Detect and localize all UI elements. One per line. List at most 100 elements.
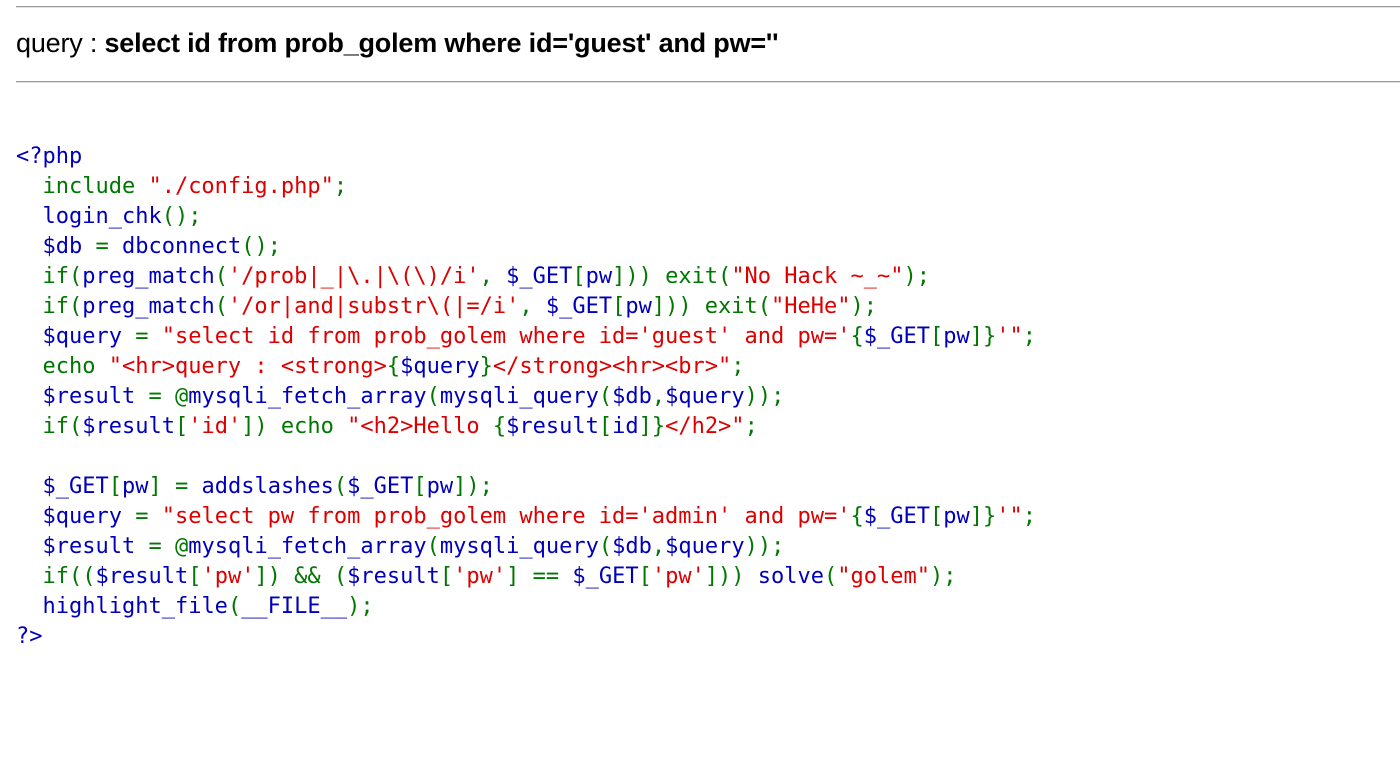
code-token: $_GET — [545, 294, 613, 319]
code-line: if($result['id']) echo "<h2>Hello {$resu… — [16, 412, 1036, 442]
code-token: if( — [16, 294, 83, 319]
code-token: ; — [744, 414, 758, 439]
code-token: pw — [121, 474, 149, 499]
code-token — [16, 444, 29, 469]
code-token: = — [135, 504, 162, 529]
code-token: $db — [612, 534, 652, 559]
code-line: ?> — [16, 622, 1036, 652]
code-token: ]} — [969, 504, 997, 529]
code-token: "golem" — [837, 564, 930, 589]
code-line: $result = @mysqli_fetch_array(mysqli_que… — [16, 382, 1036, 412]
code-token: "<hr>query : <strong> — [108, 354, 387, 379]
code-token: __FILE__ — [241, 594, 348, 619]
code-token: ; — [731, 354, 745, 379]
code-line: <?php — [16, 142, 1036, 172]
code-token: solve — [757, 564, 825, 589]
code-token: (); — [241, 234, 281, 259]
code-token: , — [651, 534, 666, 559]
code-token: $db — [42, 234, 96, 259]
code-token: ] = — [148, 474, 202, 499]
code-token — [16, 384, 43, 409]
code-token: $_GET — [506, 264, 573, 289]
code-line: login_chk(); — [16, 202, 1036, 232]
code-token: ; — [1022, 324, 1036, 349]
code-token: $query — [665, 384, 745, 409]
code-line — [16, 442, 1036, 472]
code-token: "select id from prob_golem where id='gue… — [161, 324, 851, 349]
code-token: [ — [108, 474, 122, 499]
code-token: $result — [95, 564, 189, 589]
code-token: if( — [16, 414, 83, 439]
code-token: ); — [347, 594, 374, 619]
code-token: ]} — [638, 414, 666, 439]
code-token: "No Hack ~_~" — [731, 264, 904, 289]
code-token: } — [479, 354, 493, 379]
code-line: $db = dbconnect(); — [16, 232, 1036, 262]
code-token: "<h2>Hello — [347, 414, 493, 439]
code-token: '" — [996, 504, 1023, 529]
code-token: $result — [506, 414, 599, 439]
code-token: $result — [347, 564, 440, 589]
code-token: 'pw' — [651, 564, 705, 589]
code-token: = @ — [148, 384, 189, 409]
code-token: , — [479, 264, 507, 289]
code-token — [16, 504, 43, 529]
code-token: { — [850, 324, 864, 349]
code-token: ]); — [453, 474, 493, 499]
code-token: ); — [903, 264, 931, 289]
code-token: [ — [413, 474, 427, 499]
code-token: { — [850, 504, 864, 529]
code-token: ])) exit( — [612, 264, 732, 289]
code-token: ( — [227, 594, 242, 619]
code-token: preg_match — [82, 264, 215, 289]
code-token: </strong><hr><br>" — [492, 354, 732, 379]
code-token: [ — [439, 564, 454, 589]
code-token: )); — [744, 384, 785, 409]
code-token: mysqli_query — [439, 534, 599, 559]
code-token: "./config.php" — [148, 174, 334, 199]
code-token: $query — [665, 534, 745, 559]
code-token: pw — [625, 294, 652, 319]
code-token: mysqli_fetch_array — [188, 534, 427, 559]
code-token: ]} — [969, 324, 997, 349]
code-token: pw — [943, 324, 970, 349]
code-token: $query — [400, 354, 480, 379]
code-token: ; — [1022, 504, 1036, 529]
code-token: ])) — [704, 564, 758, 589]
code-token: $db — [612, 384, 652, 409]
code-token: $result — [42, 534, 149, 559]
code-line: include "./config.php"; — [16, 172, 1036, 202]
code-token: (); — [161, 204, 202, 229]
code-token: "select pw from prob_golem where id='adm… — [161, 504, 851, 529]
code-line: $_GET[pw] = addslashes($_GET[pw]); — [16, 472, 1036, 502]
code-line: echo "<hr>query : <strong>{$query}</stro… — [16, 352, 1036, 382]
code-token: [ — [612, 294, 626, 319]
query-label: query : — [16, 28, 105, 58]
code-token: login_chk — [42, 204, 162, 229]
code-token: '" — [996, 324, 1023, 349]
code-token: if( — [16, 264, 83, 289]
code-token: $result — [82, 414, 175, 439]
code-token: '/prob|_|\.|\(\)/i' — [227, 264, 480, 289]
code-token: , — [519, 294, 546, 319]
code-token: ( — [214, 264, 228, 289]
top-divider — [16, 6, 1400, 8]
code-token: $_GET — [572, 564, 639, 589]
code-token: ( — [426, 534, 440, 559]
code-token — [16, 324, 43, 349]
code-token: = — [135, 324, 162, 349]
code-token: $_GET — [347, 474, 414, 499]
code-token: 'pw' — [453, 564, 507, 589]
code-token: ] == — [506, 564, 573, 589]
code-token: [ — [188, 564, 202, 589]
code-token: $_GET — [863, 504, 930, 529]
code-token: <?php — [16, 144, 83, 169]
code-token: id — [612, 414, 639, 439]
code-token: include — [16, 174, 149, 199]
code-token: = @ — [148, 534, 189, 559]
code-token: [ — [929, 504, 944, 529]
code-token: { — [386, 354, 401, 379]
query-text: select id from prob_golem where id='gues… — [104, 28, 779, 58]
code-token: ( — [214, 294, 228, 319]
